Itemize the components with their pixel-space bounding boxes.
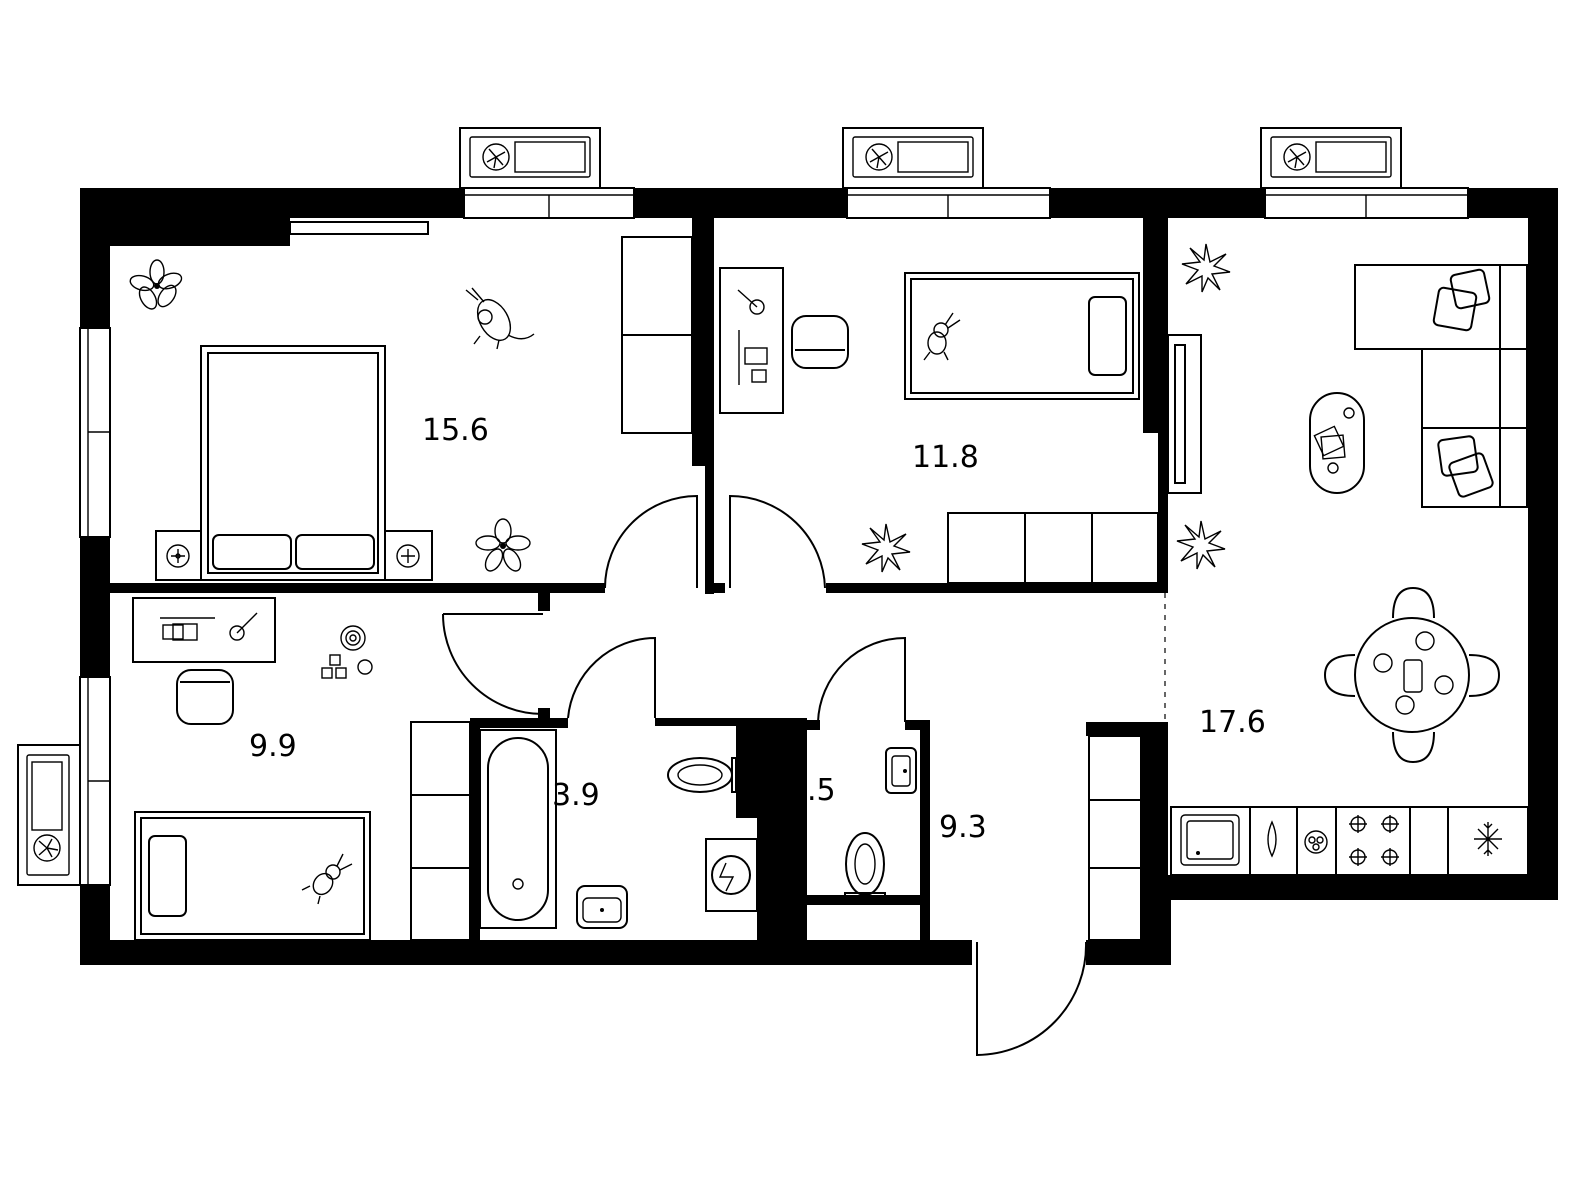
room-area-bedroom-large: 15.6 xyxy=(422,413,489,448)
plant-icon xyxy=(861,523,911,573)
radiator-icon xyxy=(1260,127,1402,189)
coffee-table-icon xyxy=(1309,392,1365,494)
radiator-icon xyxy=(842,127,984,189)
room-area-kitchen-living: 17.6 xyxy=(1199,705,1266,740)
wardrobe-icon xyxy=(947,512,1159,584)
desk-icon xyxy=(132,597,276,663)
sink-icon xyxy=(576,885,628,929)
bathtub-icon xyxy=(479,729,557,929)
washing-machine-icon xyxy=(705,838,758,912)
room-area-kids-room: 9.9 xyxy=(249,729,297,764)
plant-icon xyxy=(1181,243,1231,293)
room-area-toilet: .5 xyxy=(807,773,836,808)
wardrobe-icon xyxy=(1088,735,1142,941)
room-area-bathroom: 3.9 xyxy=(552,778,600,813)
single-bed-icon xyxy=(134,811,371,941)
teddy-bunny-icon xyxy=(923,312,961,361)
teddy-bunny-icon xyxy=(301,853,353,905)
walls xyxy=(80,188,1558,965)
toy-dog-icon xyxy=(465,287,535,350)
dining-table-icon xyxy=(1323,586,1501,764)
fridge-icon xyxy=(1474,822,1502,856)
double-bed-icon xyxy=(200,345,386,581)
tv-icon xyxy=(1167,334,1202,494)
room-area-bedroom-small: 11.8 xyxy=(912,440,979,475)
sink-icon xyxy=(1180,814,1240,866)
single-bed-icon xyxy=(904,272,1140,400)
sofa-icon xyxy=(1354,264,1528,508)
plant-icon xyxy=(475,518,531,572)
toilet-icon xyxy=(844,832,886,898)
windows xyxy=(79,187,1469,886)
chair-icon xyxy=(791,315,849,369)
plant-icon xyxy=(1176,520,1226,570)
toilet-icon xyxy=(667,757,737,793)
room-area-hallway: 9.3 xyxy=(939,810,987,845)
stove-icon xyxy=(1267,815,1399,866)
toy-blocks-icon xyxy=(321,625,373,679)
wardrobe-icon xyxy=(289,221,693,434)
radiator-icon xyxy=(459,127,601,189)
wardrobe-icon xyxy=(410,721,471,941)
radiator-icon xyxy=(17,744,81,886)
plant-icon xyxy=(129,259,183,310)
nightstand-icon xyxy=(155,530,433,581)
chair-icon xyxy=(176,669,234,725)
desk-icon xyxy=(719,267,784,414)
sink-icon xyxy=(885,747,917,794)
door-icon xyxy=(442,494,1166,1057)
kitchen-counter-icon xyxy=(1170,806,1529,876)
